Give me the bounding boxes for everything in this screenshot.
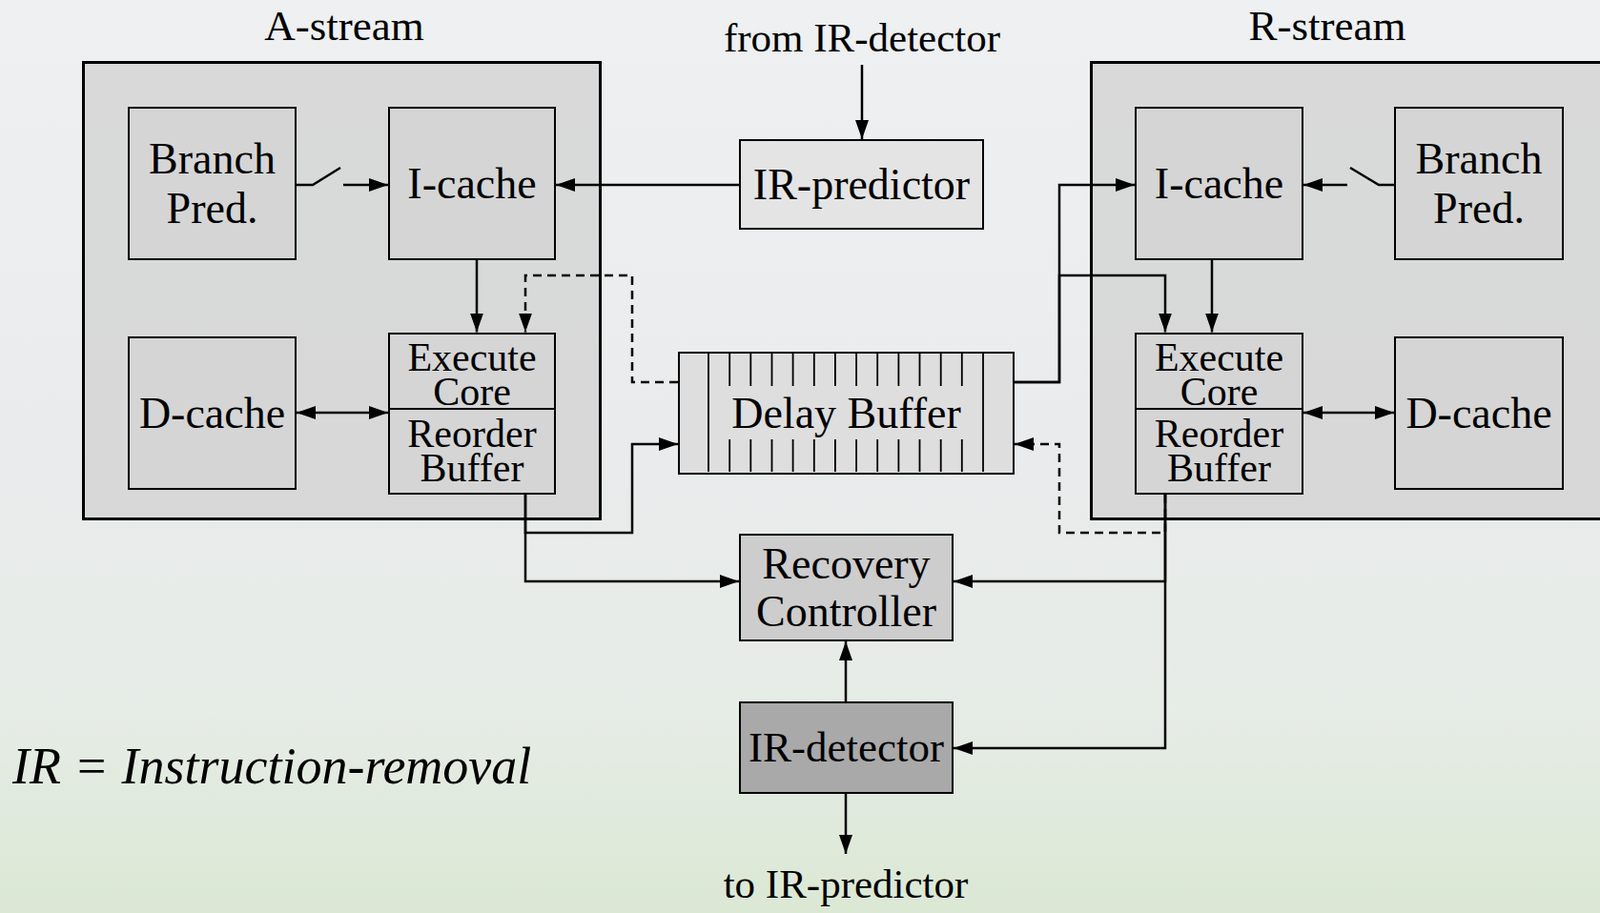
- unit-label: Branch Pred.: [1395, 134, 1562, 233]
- unit-label: Reorder Buffer: [389, 417, 554, 486]
- connector: [296, 411, 389, 415]
- stream-group: A-streamBranch Pred.I-cacheD-cacheExecut…: [82, 61, 602, 521]
- unit-label: Branch Pred.: [129, 134, 295, 233]
- stream-group: R-streamI-cacheBranch Pred.Execute CoreR…: [1089, 61, 1600, 521]
- unit-label: Execute Core: [1136, 341, 1302, 410]
- connector: [555, 184, 739, 187]
- slot-lines: [708, 353, 984, 472]
- unit-label: I-cache: [407, 159, 536, 209]
- unit-box: Recovery Controller: [738, 533, 954, 642]
- unit-box: D-cache: [1394, 336, 1564, 491]
- unit-label: Reorder Buffer: [1136, 417, 1302, 486]
- unit-label: Delay Buffer: [731, 389, 962, 439]
- unit-label: Execute Core: [389, 341, 554, 410]
- unit-box: Branch Pred.: [1394, 106, 1564, 261]
- unit-box: Execute Core: [388, 332, 556, 420]
- connector: [1303, 411, 1395, 415]
- unit-label: D-cache: [1405, 389, 1552, 439]
- connector: [953, 494, 1166, 749]
- unit-box: IR-predictor: [738, 139, 985, 230]
- connector: [525, 494, 739, 582]
- unit-box: Reorder Buffer: [388, 408, 556, 495]
- group-heading: R-stream: [1249, 4, 1407, 48]
- connector: [844, 641, 848, 702]
- leader-arrow: [861, 64, 864, 140]
- unit-label: I-cache: [1154, 159, 1284, 209]
- unit-box: Delay Buffer: [677, 351, 1015, 475]
- connector: [953, 494, 1166, 582]
- group-heading: A-stream: [264, 4, 424, 48]
- unit-box: I-cache: [388, 106, 556, 261]
- connector: [296, 167, 389, 185]
- leader-arrow: [844, 794, 848, 855]
- stream-fill: [82, 61, 602, 521]
- unit-label: Recovery Controller: [740, 540, 952, 636]
- connector: [1303, 167, 1395, 185]
- unit-label: D-cache: [139, 389, 286, 439]
- unit-box: Reorder Buffer: [1134, 408, 1304, 495]
- unit-box: Execute Core: [1134, 332, 1304, 420]
- connector: [1210, 260, 1214, 333]
- unit-label: IR-predictor: [753, 160, 970, 210]
- unit-box: IR-detector: [738, 701, 954, 795]
- unit-box: Branch Pred.: [127, 106, 297, 261]
- legend-note: IR = Instruction-removal: [12, 740, 532, 793]
- unit-label: IR-detector: [748, 723, 944, 772]
- unit-box: D-cache: [127, 336, 297, 491]
- signal-label: to IR-predictor: [723, 863, 969, 905]
- connector: [1014, 184, 1135, 383]
- connector: [475, 260, 479, 333]
- unit-box: I-cache: [1134, 106, 1304, 261]
- signal-label: from IR-detector: [723, 17, 1001, 59]
